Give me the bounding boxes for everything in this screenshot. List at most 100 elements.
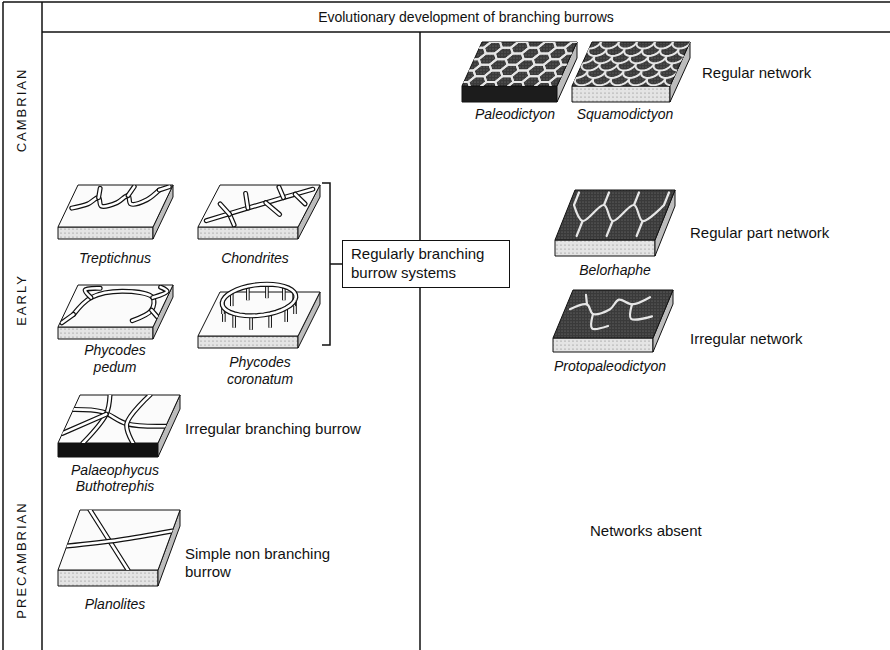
category-label: Regular network xyxy=(702,64,811,82)
block-diagram xyxy=(58,510,180,586)
network-mesh xyxy=(672,64,690,71)
network-mesh xyxy=(501,93,519,104)
burrow-line xyxy=(220,204,230,215)
block-top xyxy=(553,290,673,338)
network-mesh xyxy=(654,64,672,71)
block-diagram xyxy=(555,190,675,256)
block-front xyxy=(555,240,655,256)
box-label: Regularly branching burrow systems xyxy=(351,245,501,283)
network-mesh xyxy=(673,42,691,49)
network-mesh xyxy=(495,48,513,59)
network-mesh xyxy=(551,71,569,78)
burrow-trace xyxy=(62,395,165,443)
network-mesh xyxy=(495,76,513,87)
network-mesh xyxy=(506,82,524,93)
network-mesh xyxy=(582,64,600,71)
network-mesh xyxy=(452,82,470,93)
burrow-line xyxy=(127,395,150,443)
network-mesh xyxy=(565,42,583,49)
burrow-line xyxy=(222,284,296,316)
network-mesh xyxy=(612,57,630,64)
network-mesh xyxy=(501,65,519,76)
network-mesh xyxy=(641,71,659,78)
network-mesh xyxy=(517,59,535,70)
burrow-outline xyxy=(128,187,134,196)
block-front xyxy=(58,443,158,457)
network-mesh xyxy=(601,42,619,49)
network-mesh xyxy=(463,59,481,70)
network-mesh xyxy=(563,86,581,93)
burrow-outline xyxy=(153,287,167,298)
burrow-line xyxy=(279,187,284,198)
network-mesh xyxy=(595,35,613,42)
block-top xyxy=(58,285,173,327)
network-mesh xyxy=(533,53,551,64)
block-top xyxy=(58,395,180,443)
network-mesh xyxy=(630,57,648,64)
network-mesh xyxy=(550,93,568,100)
network-mesh xyxy=(594,57,612,64)
network-mesh xyxy=(549,76,567,87)
ichnogenus-name: Planolites xyxy=(60,596,170,613)
block-top xyxy=(555,190,675,240)
burrow-line xyxy=(574,193,579,206)
network-mesh xyxy=(560,53,578,64)
period-label: PRECAMBRIAN xyxy=(14,501,30,618)
burrow-line xyxy=(72,190,159,208)
network-mesh xyxy=(709,42,727,49)
network-mesh xyxy=(436,88,454,99)
network-mesh xyxy=(691,42,709,49)
network-mesh xyxy=(694,93,712,100)
network-mesh xyxy=(658,93,676,100)
burrow-line xyxy=(67,531,173,546)
network-mesh xyxy=(629,79,647,86)
block-front xyxy=(58,227,153,239)
ichnogenus-name: Buthotrephis xyxy=(60,478,170,495)
network-mesh xyxy=(479,82,497,93)
network-mesh xyxy=(468,48,486,59)
network-mesh xyxy=(599,86,617,93)
block-top xyxy=(58,510,180,570)
network-mesh xyxy=(619,42,637,49)
network-mesh xyxy=(564,64,582,71)
network-mesh xyxy=(527,36,545,47)
network-mesh xyxy=(618,64,636,71)
network-mesh xyxy=(606,49,624,56)
network-mesh xyxy=(631,35,649,42)
burrow-line xyxy=(637,221,643,236)
network-mesh xyxy=(587,71,605,78)
network-mesh xyxy=(635,86,653,93)
network-mesh xyxy=(623,71,641,78)
category-label: Networks absent xyxy=(590,522,702,540)
burrow-outline xyxy=(67,531,173,546)
network-mesh xyxy=(600,64,618,71)
network-mesh xyxy=(647,79,665,86)
network-mesh xyxy=(457,71,475,82)
burrow-line xyxy=(577,221,583,236)
network-mesh xyxy=(473,36,491,47)
network-mesh xyxy=(479,53,497,64)
network-mesh xyxy=(474,65,492,76)
network-mesh xyxy=(528,93,546,104)
network-mesh xyxy=(689,86,707,93)
burrow-line xyxy=(266,203,280,215)
network-mesh xyxy=(605,71,623,78)
network-mesh xyxy=(517,88,535,99)
network-mesh xyxy=(533,82,551,93)
burrow-trace xyxy=(72,187,170,208)
network-mesh xyxy=(554,36,572,47)
network-mesh xyxy=(685,35,703,42)
network-mesh xyxy=(597,31,615,42)
burrow-outline xyxy=(74,291,154,320)
network-mesh xyxy=(593,79,611,86)
network-mesh xyxy=(721,35,739,42)
burrow-line xyxy=(295,194,305,204)
network-mesh xyxy=(452,53,470,64)
network-mesh xyxy=(622,93,640,100)
block-top xyxy=(198,185,320,227)
burrow-line xyxy=(634,193,639,206)
burrow-line xyxy=(586,295,587,305)
ichnogenus-name: Paleodictyon xyxy=(455,106,575,123)
network-mesh xyxy=(678,49,696,56)
network-mesh xyxy=(458,99,476,110)
